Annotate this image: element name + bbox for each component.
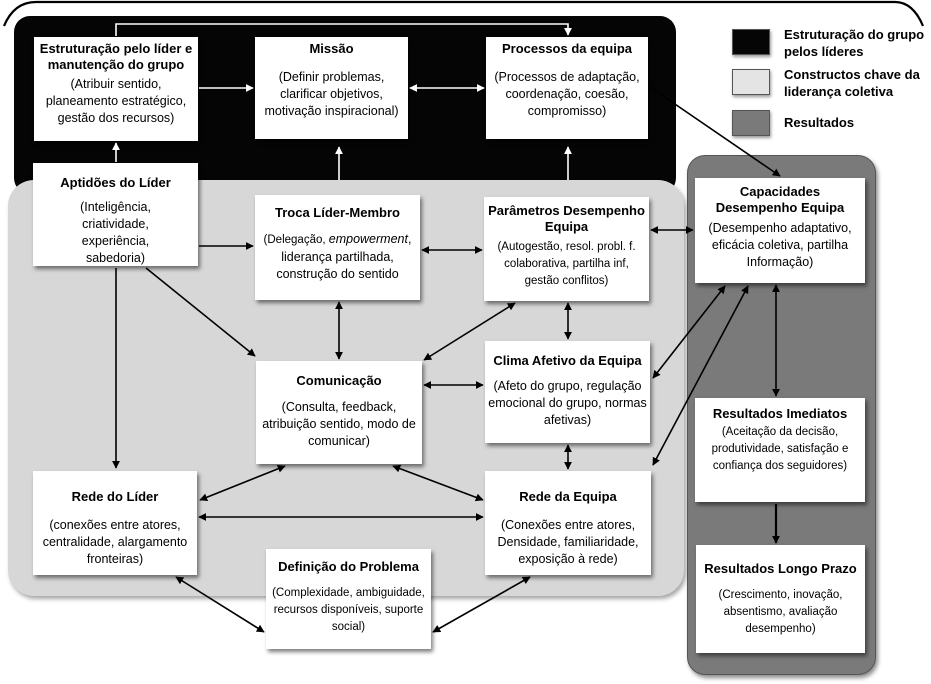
box-body: (Definir problemas, clarificar objetivos… <box>264 70 399 118</box>
body-em: empowerment <box>328 232 408 246</box>
box-body: (Autogestão, resol. probl. f. colaborati… <box>497 241 636 287</box>
box-title: Parâmetros Desempenho Equipa <box>488 203 645 234</box>
box-body: (Processos de adaptação, coordenação, co… <box>494 70 640 118</box>
box-processos: Processos da equipa (Processos de adapta… <box>486 37 648 139</box>
box-title: Estruturação pelo líder e manutenção do … <box>39 41 193 72</box>
box-body: (Crescimento, inovação, absentismo, aval… <box>718 589 843 635</box>
box-body: (Consulta, feedback, atribuição sentido,… <box>262 400 416 448</box>
box-missao: Missão (Definir problemas, clarificar ob… <box>255 37 408 139</box>
legend-swatch <box>732 110 770 136</box>
box-capacidades: Capacidades Desempenho Equipa (Desempenh… <box>695 178 865 283</box>
legend-swatch <box>732 69 770 95</box>
box-title: Missão <box>309 41 354 56</box>
box-rede-lider: Rede do Líder (conexões entre atores, ce… <box>33 471 197 575</box>
box-imediatos: Resultados Imediatos (Aceitação da decis… <box>695 398 865 502</box>
box-title: Resultados Longo Prazo <box>704 561 857 576</box>
box-body: (Delegação, empowerment, liderança parti… <box>258 231 417 283</box>
box-estruturacao: Estruturação pelo líder e manutenção do … <box>34 37 198 141</box>
box-title: Rede da Equipa <box>519 489 617 504</box>
box-title: Processos da equipa <box>501 41 633 56</box>
legend-swatch <box>732 29 770 55</box>
box-body: (Inteligência, criatividade, experiência… <box>80 200 151 265</box>
box-longo: Resultados Longo Prazo (Crescimento, ino… <box>696 545 865 653</box>
box-title: Capacidades Desempenho Equipa <box>715 184 845 215</box>
box-title: Troca Líder-Membro <box>275 205 400 220</box>
legend-label: Estruturação do grupo pelos líderes <box>784 27 925 59</box>
box-body: (Afeto do grupo, regulação emocional do … <box>488 379 647 427</box>
box-body: (Conexões entre atores, Densidade, famil… <box>497 518 639 566</box>
box-comunicacao: Comunicação (Consulta, feedback, atribui… <box>256 361 422 464</box>
box-title: Comunicação <box>296 373 382 388</box>
box-title: Rede do Líder <box>71 489 159 504</box>
body-post: , liderança partilhada, construção do se… <box>276 232 412 281</box>
box-parametros: Parâmetros Desempenho Equipa (Autogestão… <box>484 197 649 301</box>
legend-label: Resultados <box>784 115 855 130</box>
box-body: (Desempenho adaptativo, eficácia coletiv… <box>708 221 852 269</box>
box-body: (Complexidade, ambiguidade, recursos dis… <box>272 587 425 633</box>
box-troca: Troca Líder-Membro (Delegação, empowerme… <box>255 195 420 300</box>
box-clima: Clima Afetivo da Equipa (Afeto do grupo,… <box>485 341 650 443</box>
body-pre: (Delegação, <box>263 234 329 246</box>
box-rede-equipa: Rede da Equipa (Conexões entre atores, D… <box>485 471 651 575</box>
box-body: (conexões entre atores, centralidade, al… <box>42 518 188 566</box>
box-title: Clima Afetivo da Equipa <box>493 353 642 368</box>
legend-label: Constructos chave da liderança coletiva <box>784 67 920 99</box>
box-definicao: Definição do Problema (Complexidade, amb… <box>266 549 431 649</box>
box-body: (Atribuir sentido, planeamento estratégi… <box>45 77 187 125</box>
box-aptidoes: Aptidões do Líder (Inteligência, criativ… <box>33 163 198 266</box>
box-title: Aptidões do Líder <box>60 175 171 190</box>
box-body: (Aceitação da decisão, produtividade, sa… <box>711 426 849 472</box>
box-title: Definição do Problema <box>278 559 419 574</box>
box-title: Resultados Imediatos <box>712 406 848 421</box>
